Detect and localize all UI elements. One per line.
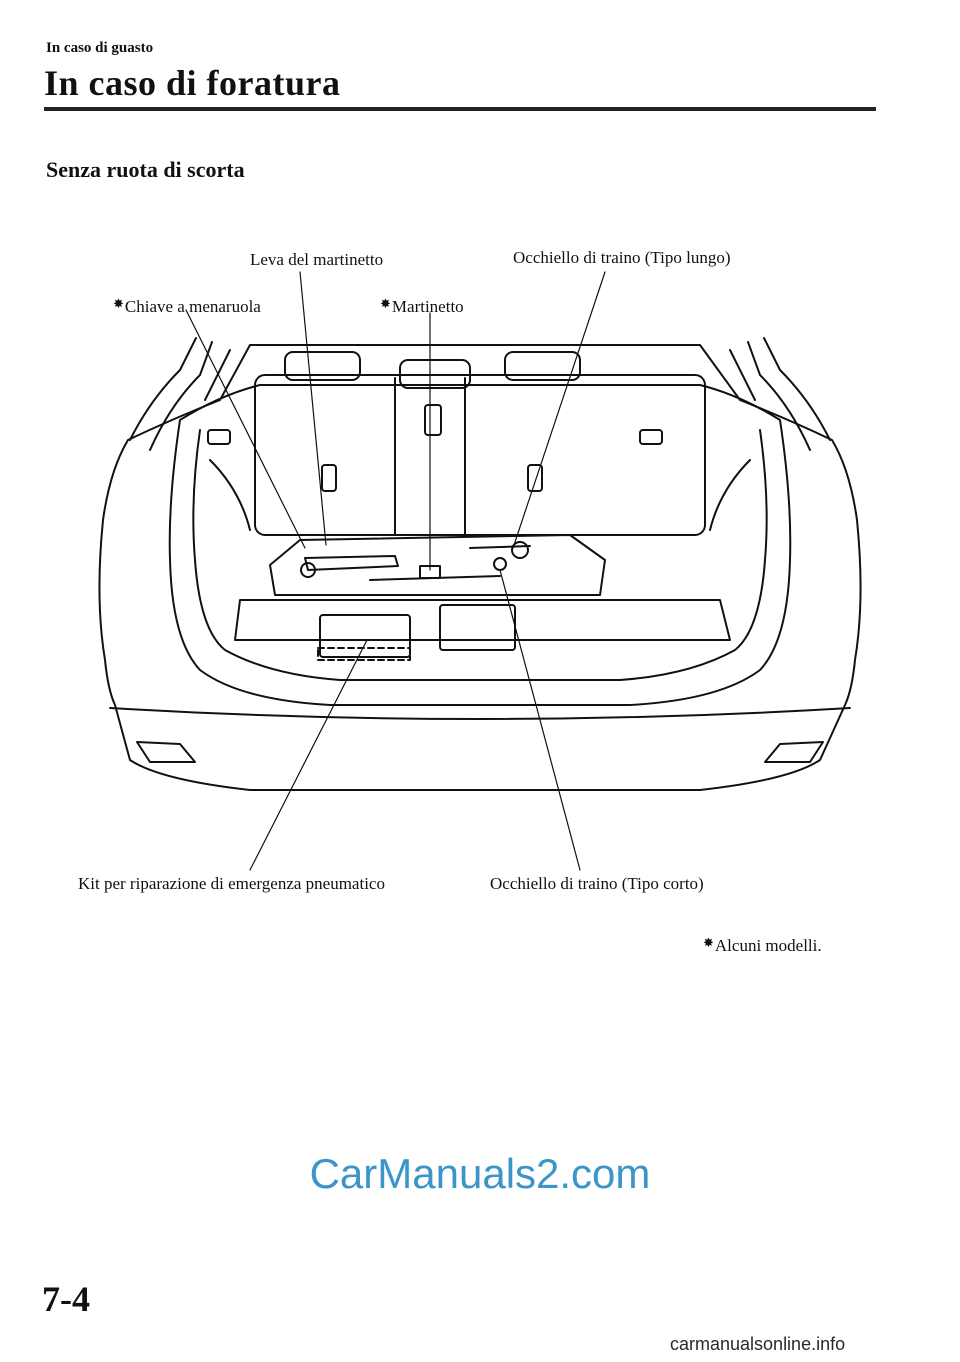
asterisk-icon: ✸ xyxy=(380,296,391,311)
leader-repair-kit xyxy=(250,640,367,870)
label-tow-hook-long: Occhiello di traino (Tipo lungo) xyxy=(513,248,731,268)
car-body-outline xyxy=(99,345,860,790)
label-jack: ✸Martinetto xyxy=(380,294,464,317)
label-jack-lever: Leva del martinetto xyxy=(250,250,383,270)
asterisk-icon: ✸ xyxy=(703,935,714,950)
label-tow-hook-short: Occhiello di traino (Tipo corto) xyxy=(490,874,704,894)
footer-site: carmanualsonline.info xyxy=(670,1334,845,1355)
label-repair-kit: Kit per riparazione di emergenza pneumat… xyxy=(78,874,385,894)
label-wrench: ✸Chiave a menaruola xyxy=(113,294,261,317)
watermark: CarManuals2.com xyxy=(0,1150,960,1198)
leader-tow-short xyxy=(500,570,580,870)
leader-tow-long xyxy=(513,272,605,548)
cargo-opening xyxy=(170,385,791,705)
footnote: ✸Alcuni modelli. xyxy=(703,933,822,956)
asterisk-icon: ✸ xyxy=(113,296,124,311)
page-number: 7-4 xyxy=(42,1278,90,1320)
wrench-shape xyxy=(305,556,398,570)
leader-jack-lever xyxy=(300,272,326,545)
